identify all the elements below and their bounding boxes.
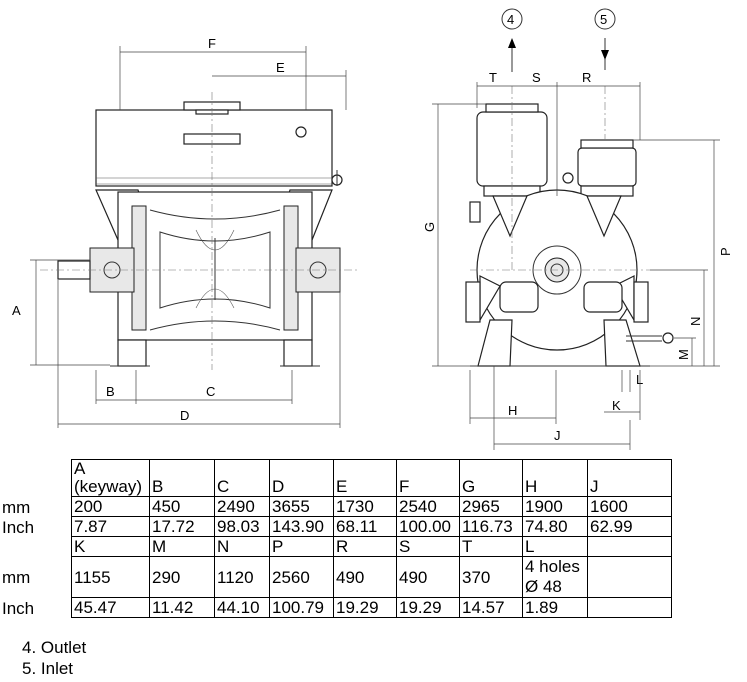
value-cell: 3655 [269, 496, 334, 517]
header-cell: B [149, 459, 215, 497]
mm-row-2: mm 1155 290 1120 2560 490 490 370 4 hole… [0, 556, 672, 598]
dim-label-D: D [180, 408, 189, 423]
value-cell: 1120 [214, 556, 270, 598]
header-cell: C [214, 459, 270, 497]
side-view: F E A B C D [12, 36, 360, 428]
dim-label-C: C [206, 384, 215, 399]
value-cell: 370 [459, 556, 523, 598]
header-cell: D [269, 459, 334, 497]
inch-row-1: Inch 7.87 17.72 98.03 143.90 68.11 100.0… [0, 516, 672, 537]
value-cell: 1155 [71, 556, 150, 598]
inch-row-2: Inch 45.47 11.42 44.10 100.79 19.29 19.2… [0, 597, 672, 618]
value-cell: 19.29 [333, 597, 397, 618]
value-cell [587, 597, 672, 618]
header-cell: L [522, 536, 588, 557]
eyebolt [295, 126, 307, 138]
value-cell: 2965 [459, 496, 523, 517]
outlet-callout [501, 8, 523, 30]
dim-label-G: G [422, 222, 437, 232]
value-cell: 450 [149, 496, 215, 517]
header-cell: N [214, 536, 270, 557]
value-cell: 100.79 [269, 597, 334, 618]
dim-label-K: K [612, 398, 621, 413]
value-cell: 17.72 [149, 516, 215, 537]
value-cell: 98.03 [214, 516, 270, 537]
value-cell: 14.57 [459, 597, 523, 618]
outlet-callout-number: 4 [507, 12, 514, 27]
inlet-arrow [601, 50, 609, 60]
header-cell: T [459, 536, 523, 557]
header-cell: G [459, 459, 523, 497]
dim-label-E: E [276, 60, 285, 75]
inlet-callout [594, 8, 616, 30]
value-cell: 19.29 [396, 597, 460, 618]
dim-label-L: L [636, 372, 643, 387]
value-cell: 4 holes Ø 48 [522, 556, 588, 598]
dimensions-table: A (keyway) B C D E F G H J mm 200 450 24… [0, 459, 672, 618]
end-view: 4 5 [422, 8, 733, 450]
header-cell: A (keyway) [71, 459, 150, 497]
header-cell: J [587, 459, 672, 497]
value-cell: 1600 [587, 496, 672, 517]
row-label: mm [0, 496, 72, 517]
value-cell: 7.87 [71, 516, 150, 537]
dim-label-N: N [688, 317, 703, 326]
value-cell: 1.89 [522, 597, 588, 618]
value-cell: 1900 [522, 496, 588, 517]
value-cell: 290 [149, 556, 215, 598]
dim-label-P: P [718, 247, 733, 256]
left-leg [477, 319, 513, 367]
header-cell: M [149, 536, 215, 557]
value-cell: 200 [71, 496, 150, 517]
value-cell: 2560 [269, 556, 334, 598]
header-row-1: A (keyway) B C D E F G H J [0, 459, 672, 497]
value-cell: 11.42 [149, 597, 215, 618]
value-cell [587, 556, 672, 598]
header-cell [587, 536, 672, 557]
dim-label-F: F [208, 36, 216, 51]
row-label: mm [0, 556, 72, 598]
note-inlet: 5. Inlet [22, 659, 74, 678]
value-cell: 490 [396, 556, 460, 598]
right-leg [603, 319, 641, 367]
dim-label-M: M [676, 349, 691, 360]
dim-label-S: S [532, 70, 541, 85]
header-cell: K [71, 536, 150, 557]
value-cell: 45.47 [71, 597, 150, 618]
notes: 4. Outlet 5. Inlet [22, 637, 86, 679]
note-outlet: 4. Outlet [22, 638, 87, 657]
header-cell: R [333, 536, 397, 557]
header-cell: S [396, 536, 460, 557]
header-cell: E [333, 459, 397, 497]
header-cell: H [522, 459, 588, 497]
header-cell: P [269, 536, 334, 557]
header-row-2: K M N P R S T L [0, 536, 672, 557]
top-housing [95, 109, 333, 187]
outlet-arrow [508, 38, 516, 48]
inlet-callout-number: 5 [600, 12, 607, 27]
dim-label-J: J [554, 428, 561, 443]
dim-label-H: H [508, 403, 517, 418]
row-label: Inch [0, 597, 72, 618]
value-cell: 100.00 [396, 516, 460, 537]
header-cell: F [396, 459, 460, 497]
dim-label-R: R [582, 70, 591, 85]
technical-drawing: F E A B C D 4 5 [12, 8, 733, 450]
value-cell: 44.10 [214, 597, 270, 618]
dim-label-A: A [12, 303, 21, 318]
value-cell: 143.90 [269, 516, 334, 537]
value-cell: 490 [333, 556, 397, 598]
value-cell: 2540 [396, 496, 460, 517]
value-cell: 74.80 [522, 516, 588, 537]
value-cell: 68.11 [333, 516, 397, 537]
value-cell: 116.73 [459, 516, 523, 537]
value-cell: 62.99 [587, 516, 672, 537]
row-label: Inch [0, 516, 72, 537]
value-cell: 2490 [214, 496, 270, 517]
dim-label-B: B [106, 384, 115, 399]
dim-label-T: T [489, 70, 497, 85]
inlet-stack [577, 147, 637, 187]
mm-row-1: mm 200 450 2490 3655 1730 2540 2965 1900… [0, 496, 672, 517]
value-cell: 1730 [333, 496, 397, 517]
